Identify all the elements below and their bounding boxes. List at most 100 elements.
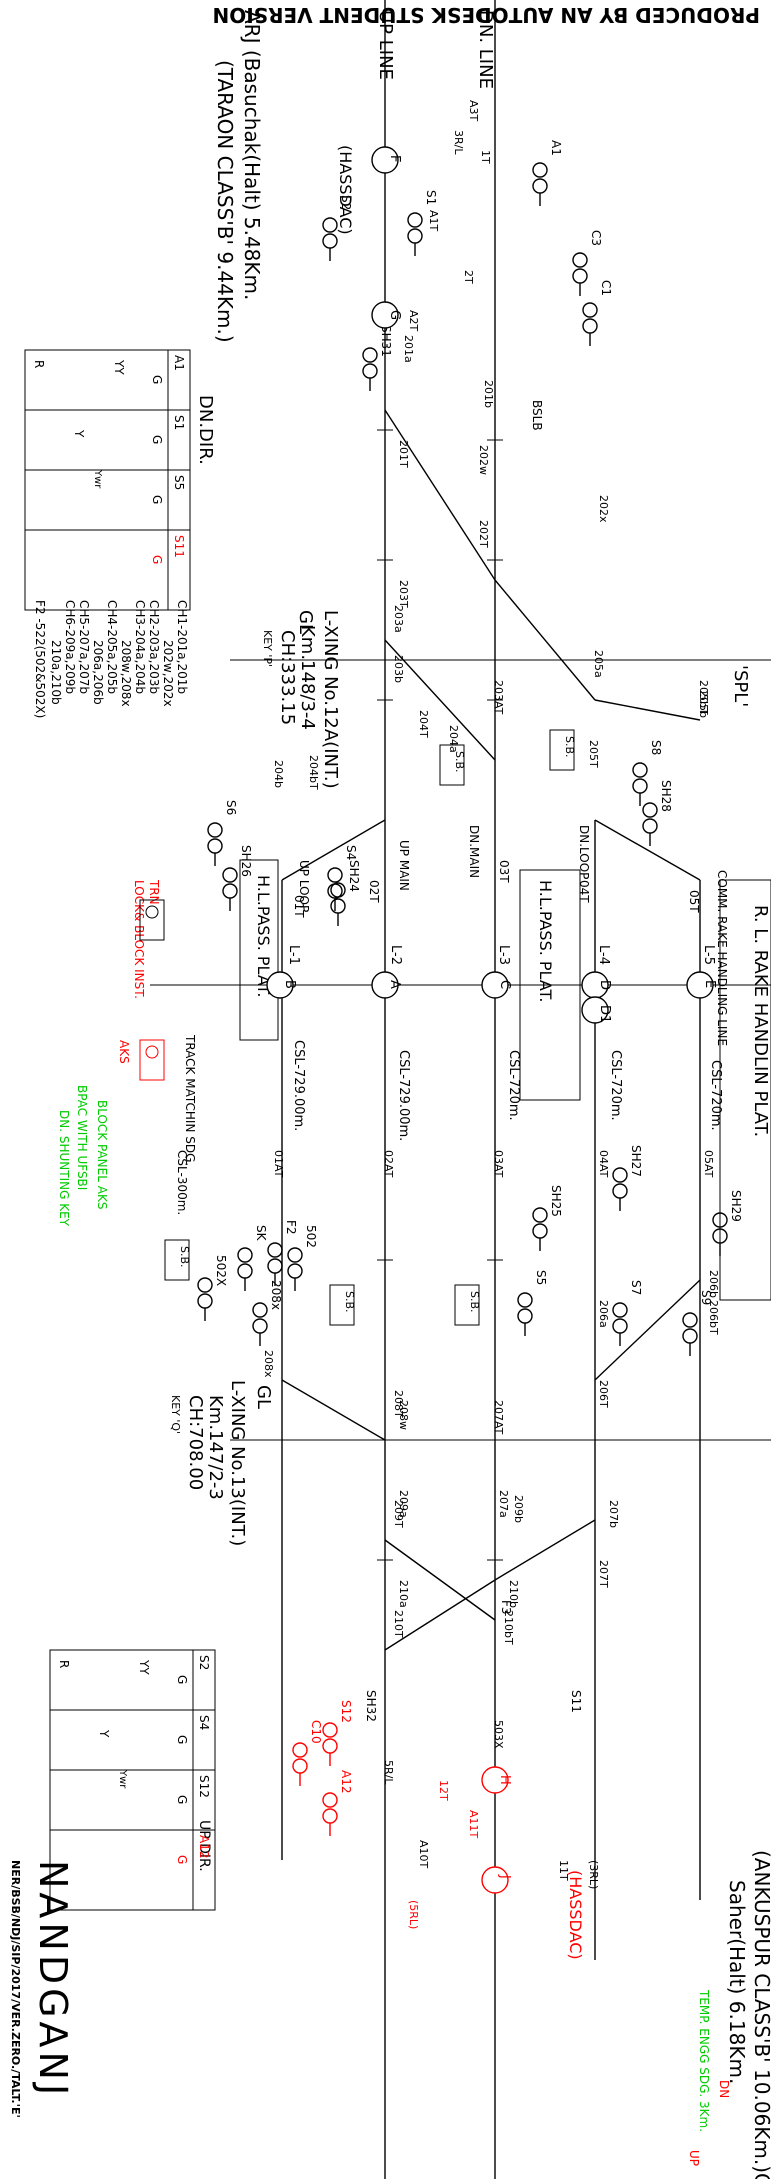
table1-r: R (32, 360, 46, 368)
line-l4-label: L-4 (596, 945, 611, 965)
up-line-label: UP LINE (375, 10, 396, 80)
key-circle-h: H (481, 1766, 512, 1794)
signal-208x: 208x (252, 1280, 283, 1346)
signal-s6: S6 (207, 800, 238, 866)
sb-label: S.B. (468, 1291, 481, 1313)
level-crossing-1-line3: CH:333.15 (277, 630, 298, 725)
signal-lamp-icon (330, 882, 346, 898)
signal-label: S8 (649, 740, 663, 755)
legend-bpac: BPAC WITH UFSBI (75, 1085, 89, 1190)
gate-lodge-2-label: GL (253, 1385, 274, 1409)
crossover-201 (384, 409, 496, 581)
table1-aspect-0: G (150, 375, 164, 384)
signal-label: S11 (569, 1690, 583, 1713)
route-up-main: UP MAIN (397, 840, 411, 891)
track-circuit-4: 2T (462, 270, 475, 284)
signal-c10: C10 (292, 1720, 323, 1786)
legend-trn: TRN (147, 879, 161, 905)
temp-engg-siding: TEMP. ENGG SDG. 3Km. (697, 1989, 711, 2132)
signal-sh26: SH26 (222, 845, 253, 911)
signal-lamp-icon (267, 1258, 283, 1274)
signal-label: S5 (534, 1270, 548, 1285)
point-206a: 206a (597, 1300, 610, 1328)
signal-lamp-icon (222, 883, 238, 899)
signal-label: F2 (284, 1220, 298, 1235)
table2-header-1: S4 (197, 1715, 211, 1730)
key-letter: H (497, 1775, 512, 1785)
signal-lamp-icon (207, 838, 223, 854)
aspect-table-upper (24, 349, 191, 611)
aspect-table-text: A1GS1GS5GS11GRYYYYwrS2GS4GS12GA12GRYYYYw… (32, 355, 211, 1864)
table2-aspect-1: G (175, 1735, 189, 1744)
sb-box-4: S.B. (164, 1239, 191, 1281)
point-202w: 202w (477, 445, 490, 475)
signal-lamp-icon (322, 1722, 338, 1738)
table1-ywr: Ywr (92, 469, 103, 489)
dn-line-label: DN. LINE (475, 10, 496, 89)
signal-lamp-icon (572, 268, 588, 284)
signal-lamp-icon (197, 1277, 213, 1293)
table1-y: Y (72, 429, 86, 438)
signal-lamp-icon (553, 1729, 567, 1743)
key-letter: G (387, 310, 402, 320)
signal-c3: C3 (572, 230, 603, 296)
point-207a: 207a (497, 1490, 510, 1518)
signal-label: C3 (589, 230, 603, 246)
rotated-labels: PRODUCED BY AN AUTODESK STUDENT VERSION … (9, 3, 771, 2183)
insulation-joints (377, 429, 503, 1561)
track-circuit-23: 01AT (272, 1150, 285, 1178)
track-circuit-6: 5R/L (382, 1760, 395, 1785)
key-circle-c: C (481, 971, 512, 999)
route-dn-main: DN.MAIN (467, 825, 481, 878)
track-circuit-15: 206T (597, 1380, 610, 1408)
point-208x: 208x (262, 1350, 275, 1378)
key-letter: C (497, 980, 512, 989)
track-circuit-22: 210bT (502, 1610, 515, 1645)
track-04t: 04T (577, 880, 591, 903)
point-201a: 201a (402, 335, 415, 363)
signal-lamp-icon (532, 178, 548, 194)
station-name: NANDGANJ (31, 1860, 75, 2099)
table2-r: R (57, 1660, 71, 1668)
signal-lamp-icon (322, 217, 338, 233)
hl-pass-platform-1: H.L.PASS. PLAT. (254, 875, 273, 997)
signal-lamp-icon (222, 867, 238, 883)
sb-box-frame (549, 729, 575, 771)
route-dn-loop: DN.LOOP (577, 825, 591, 879)
signal-lamp-icon (612, 1183, 628, 1199)
legend-symbols (139, 899, 165, 1081)
point-205b: 205b (697, 690, 710, 718)
up-direction-label: UP DIR. (196, 1820, 212, 1872)
track-circuit-30: 11T (557, 1860, 570, 1881)
signal-lamp-icon (682, 1328, 698, 1344)
ch1b: 202w,202x (161, 640, 175, 707)
signal-label: S4 (344, 845, 358, 860)
hl-pass-platform-2: H.L.PASS. PLAT. (536, 880, 555, 1002)
signal-s8: S8 (632, 740, 663, 806)
csl-l1: CSL-300m. (175, 1150, 189, 1215)
track-circuit-11: 204T (417, 710, 430, 738)
header-text: PRODUCED BY AN AUTODESK STUDENT VERSION (213, 3, 760, 27)
sb-box-2: S.B. (329, 1284, 356, 1326)
ch6: CH6-209a,209b (63, 600, 77, 694)
csl-l4: CSL-720m. (608, 1050, 623, 1121)
signal-lamp-icon (712, 1212, 728, 1228)
signal-lamp-icon (252, 1318, 268, 1334)
signal-s11: S11 (553, 1690, 583, 1743)
sb-boxes: S.B.S.B.S.B.S.B.S.B. (164, 729, 576, 1326)
route-up-bottom: UP (687, 2150, 701, 2166)
signal-lamp-icon (642, 802, 658, 818)
crossover-204 (281, 819, 386, 881)
key-circle-d1: D1 (581, 996, 612, 1024)
key-letter: E (702, 980, 717, 988)
line-l5-label: L-5 (701, 945, 716, 965)
point-206b: 206b (707, 1270, 720, 1298)
signal-label: SH26 (239, 845, 253, 877)
f2-crossover: F2 -522(502&502X) (33, 600, 47, 718)
track-circuit-8: 202T (477, 520, 490, 548)
sb-label: S.B. (563, 736, 576, 758)
hassdac-left: (HASSDAC) (336, 145, 355, 235)
key-circle-icon (371, 971, 399, 999)
track-05t: 05T (687, 890, 701, 913)
